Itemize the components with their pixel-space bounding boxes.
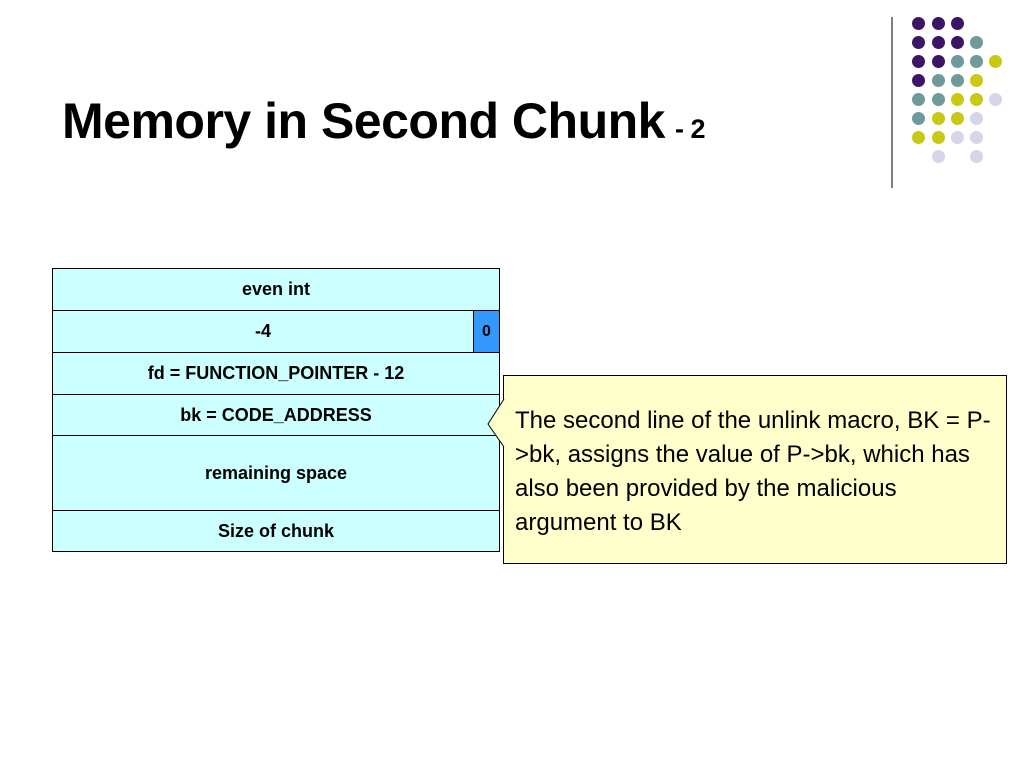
slide-title: Memory in Second Chunk - 2 <box>62 92 705 150</box>
decorative-dot <box>951 17 964 30</box>
decorative-dot <box>989 93 1002 106</box>
callout-text: The second line of the unlink macro, BK … <box>515 407 991 536</box>
memory-row-fd: fd = FUNCTION_POINTER - 12 <box>53 353 499 395</box>
memory-row-label: -4 <box>53 311 474 352</box>
title-subtitle: - 2 <box>674 114 706 144</box>
prev-inuse-flag: 0 <box>474 311 499 352</box>
decorative-dot <box>932 131 945 144</box>
memory-row-bk: bk = CODE_ADDRESS <box>53 395 499 436</box>
explanation-callout: The second line of the unlink macro, BK … <box>503 375 1007 564</box>
decorative-dot <box>932 17 945 30</box>
decorative-dot <box>951 131 964 144</box>
decorative-dot <box>912 112 925 125</box>
decorative-dot <box>951 36 964 49</box>
decorative-dot <box>970 112 983 125</box>
decorative-dot <box>912 74 925 87</box>
memory-row-chunk-size: Size of chunk <box>53 511 499 551</box>
decorative-dot <box>970 131 983 144</box>
memory-row-remaining-space: remaining space <box>53 436 499 511</box>
memory-row-even-int: even int <box>53 269 499 311</box>
decorative-dot <box>932 93 945 106</box>
decorative-dot <box>970 93 983 106</box>
decorative-dot <box>912 17 925 30</box>
decorative-dot <box>951 112 964 125</box>
decorative-dot <box>970 74 983 87</box>
memory-row-size-field: -4 0 <box>53 311 499 353</box>
decorative-dot <box>932 112 945 125</box>
decorative-dot <box>970 55 983 68</box>
decorative-dot <box>912 93 925 106</box>
decorative-dot <box>970 150 983 163</box>
memory-row-label: bk = CODE_ADDRESS <box>180 404 372 425</box>
decorative-divider <box>891 17 893 188</box>
memory-row-label: even int <box>241 279 311 299</box>
decorative-dot <box>951 55 964 68</box>
decorative-dot <box>970 36 983 49</box>
decorative-dot <box>912 131 925 144</box>
decorative-dot <box>932 74 945 87</box>
decorative-dot <box>932 36 945 49</box>
decorative-dot <box>912 55 925 68</box>
memory-row-label: fd = FUNCTION_POINTER - 12 <box>147 363 405 383</box>
memory-row-label: Size of chunk <box>217 520 334 541</box>
memory-row-label: remaining space <box>204 462 348 483</box>
title-text: Memory in Second Chunk <box>62 93 665 149</box>
decorative-dot <box>951 93 964 106</box>
decorative-dot <box>932 55 945 68</box>
decorative-dot <box>912 36 925 49</box>
decorative-dot <box>951 74 964 87</box>
memory-chunk-diagram: even int -4 0 fd = FUNCTION_POINTER - 12… <box>52 268 500 552</box>
decorative-dot <box>989 55 1002 68</box>
decorative-dot <box>932 150 945 163</box>
